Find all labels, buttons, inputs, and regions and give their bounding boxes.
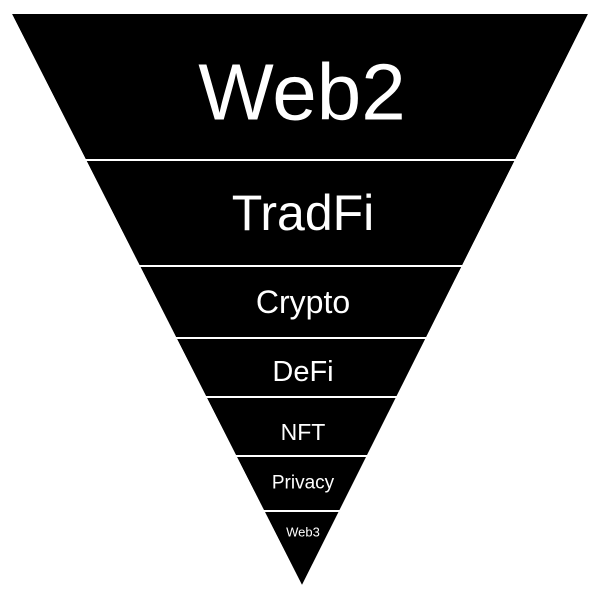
funnel-triangle [12, 14, 588, 585]
layer-label-crypto: Crypto [256, 284, 350, 320]
layer-label-web3: Web3 [286, 525, 320, 540]
layer-label-privacy: Privacy [272, 473, 335, 494]
funnel-mask-right [302, 0, 600, 600]
layer-label-web2: Web2 [198, 48, 406, 137]
layer-label-tradfi: TradFi [232, 185, 375, 241]
layer-label-nft: NFT [281, 419, 326, 445]
funnel-labels: Web2 TradFi Crypto DeFi NFT Privacy Web3 [198, 48, 406, 540]
layer-label-defi: DeFi [272, 356, 333, 388]
funnel-mask-left [0, 0, 302, 600]
